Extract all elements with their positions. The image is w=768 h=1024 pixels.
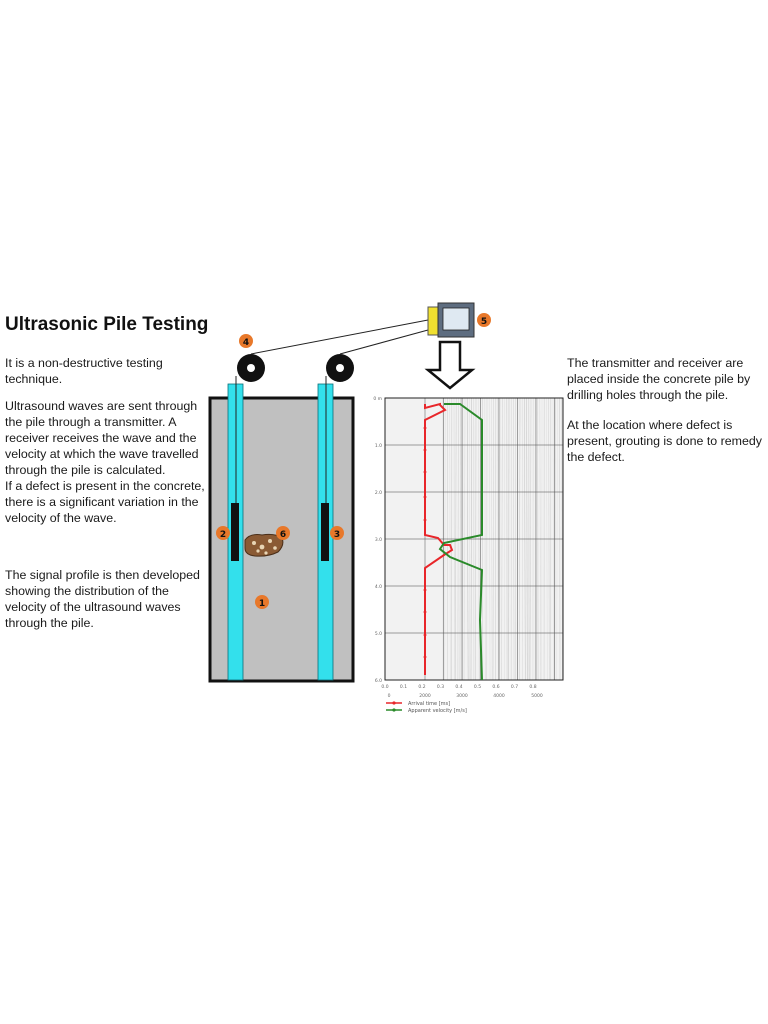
velocity-tick-label: 3000 — [456, 693, 468, 699]
marker-1: 1 — [255, 595, 269, 609]
transit-time-line — [424, 402, 454, 675]
velocity-tick-label: 5000 — [531, 693, 543, 699]
time-tick-label: 0.5 — [474, 684, 481, 690]
depth-tick-label: 6.0 — [375, 678, 382, 684]
cable-reel-left — [237, 354, 265, 382]
depth-tick-label: 5.0 — [375, 631, 382, 637]
svg-text:3: 3 — [334, 530, 340, 540]
depth-tick-label: 0 m — [373, 396, 382, 402]
access-tube-right — [317, 383, 334, 681]
time-axis-labels: 0.0 0.1 0.2 0.3 0.4 0.5 0.6 0.7 0.8 — [381, 684, 536, 690]
marker-3: 3 — [330, 526, 344, 540]
profile-background — [385, 398, 563, 680]
transit-time-point — [423, 426, 427, 430]
transit-time-point — [423, 610, 427, 614]
svg-text:2: 2 — [220, 530, 226, 540]
method-text-defect: If a defect is present in the concrete, … — [5, 479, 205, 525]
depth-tick-label: 1.0 — [375, 443, 382, 449]
marker-4: 4 — [239, 334, 253, 348]
apparent-velocity-line — [438, 403, 484, 681]
recording-device — [427, 302, 475, 338]
signal-profile-chart: 0 m 1.0 2.0 3.0 4.0 5.0 6.0 0.0 0.1 0.2 0.3 0.4 0.5… — [373, 396, 564, 714]
method-paragraph: Ultrasound waves are sent through the pi… — [5, 398, 210, 526]
velocity-tick-label: 2000 — [419, 693, 431, 699]
intro-paragraph: It is a non-destructive testing techniqu… — [5, 356, 163, 386]
svg-text:Arrival time [ms]: Arrival time [ms] — [408, 701, 450, 707]
marker-6: 6 — [276, 526, 290, 540]
depth-tick-label: 2.0 — [375, 490, 382, 496]
page-title: Ultrasonic Pile Testing — [5, 314, 209, 335]
time-tick-label: 0.7 — [511, 684, 518, 690]
time-tick-label: 0.3 — [437, 684, 444, 690]
transit-time-points — [423, 426, 427, 659]
svg-text:6: 6 — [280, 530, 286, 540]
time-tick-label: 0.0 — [381, 684, 388, 690]
time-tick-label: 0.1 — [400, 684, 407, 690]
svg-text:4: 4 — [243, 338, 249, 348]
velocity-tick-label: 4000 — [493, 693, 505, 699]
marker-5: 5 — [477, 313, 491, 327]
marker-2: 2 — [216, 526, 230, 540]
transit-time-point — [423, 655, 427, 659]
time-tick-label: 0.2 — [418, 684, 425, 690]
transit-time-point — [423, 470, 427, 474]
waveform-texture — [442, 397, 563, 681]
transmitter-probe — [231, 503, 239, 561]
transit-time-point — [423, 633, 427, 637]
receiver-probe — [321, 503, 329, 561]
time-tick-label: 0.6 — [492, 684, 499, 690]
down-arrow-icon — [424, 340, 476, 390]
transit-time-point — [423, 588, 427, 592]
chart-legend: Arrival time [ms] Apparent velocity [m/s… — [386, 701, 467, 714]
transit-time-point — [423, 448, 427, 452]
svg-text:1: 1 — [259, 599, 265, 609]
placement-paragraph: The transmitter and receiver are placed … — [567, 356, 751, 402]
method-text-transmission: Ultrasound waves are sent through the pi… — [5, 399, 199, 477]
profile-grid — [385, 397, 563, 681]
transit-time-point — [423, 495, 427, 499]
depth-tick-label: 4.0 — [375, 584, 382, 590]
signal-profile-paragraph: The signal profile is then developed sho… — [5, 568, 200, 630]
depth-axis-labels: 0 m 1.0 2.0 3.0 4.0 5.0 6.0 — [373, 396, 382, 684]
time-tick-label: 0.4 — [455, 684, 462, 690]
depth-tick-label: 3.0 — [375, 537, 382, 543]
cable-reel-right — [326, 354, 354, 382]
defect-void — [244, 533, 284, 557]
velocity-tick-label: 0 — [388, 693, 391, 699]
time-tick-label: 0.8 — [529, 684, 536, 690]
svg-text:5: 5 — [481, 317, 487, 327]
transit-time-point — [423, 518, 427, 522]
velocity-axis-labels: 0 2000 3000 4000 5000 — [388, 693, 543, 699]
svg-text:Apparent velocity [m/s]: Apparent velocity [m/s] — [408, 708, 467, 714]
access-tube-left — [227, 383, 244, 681]
concrete-pile — [208, 396, 355, 683]
grouting-paragraph: At the location where defect is present,… — [567, 418, 762, 464]
